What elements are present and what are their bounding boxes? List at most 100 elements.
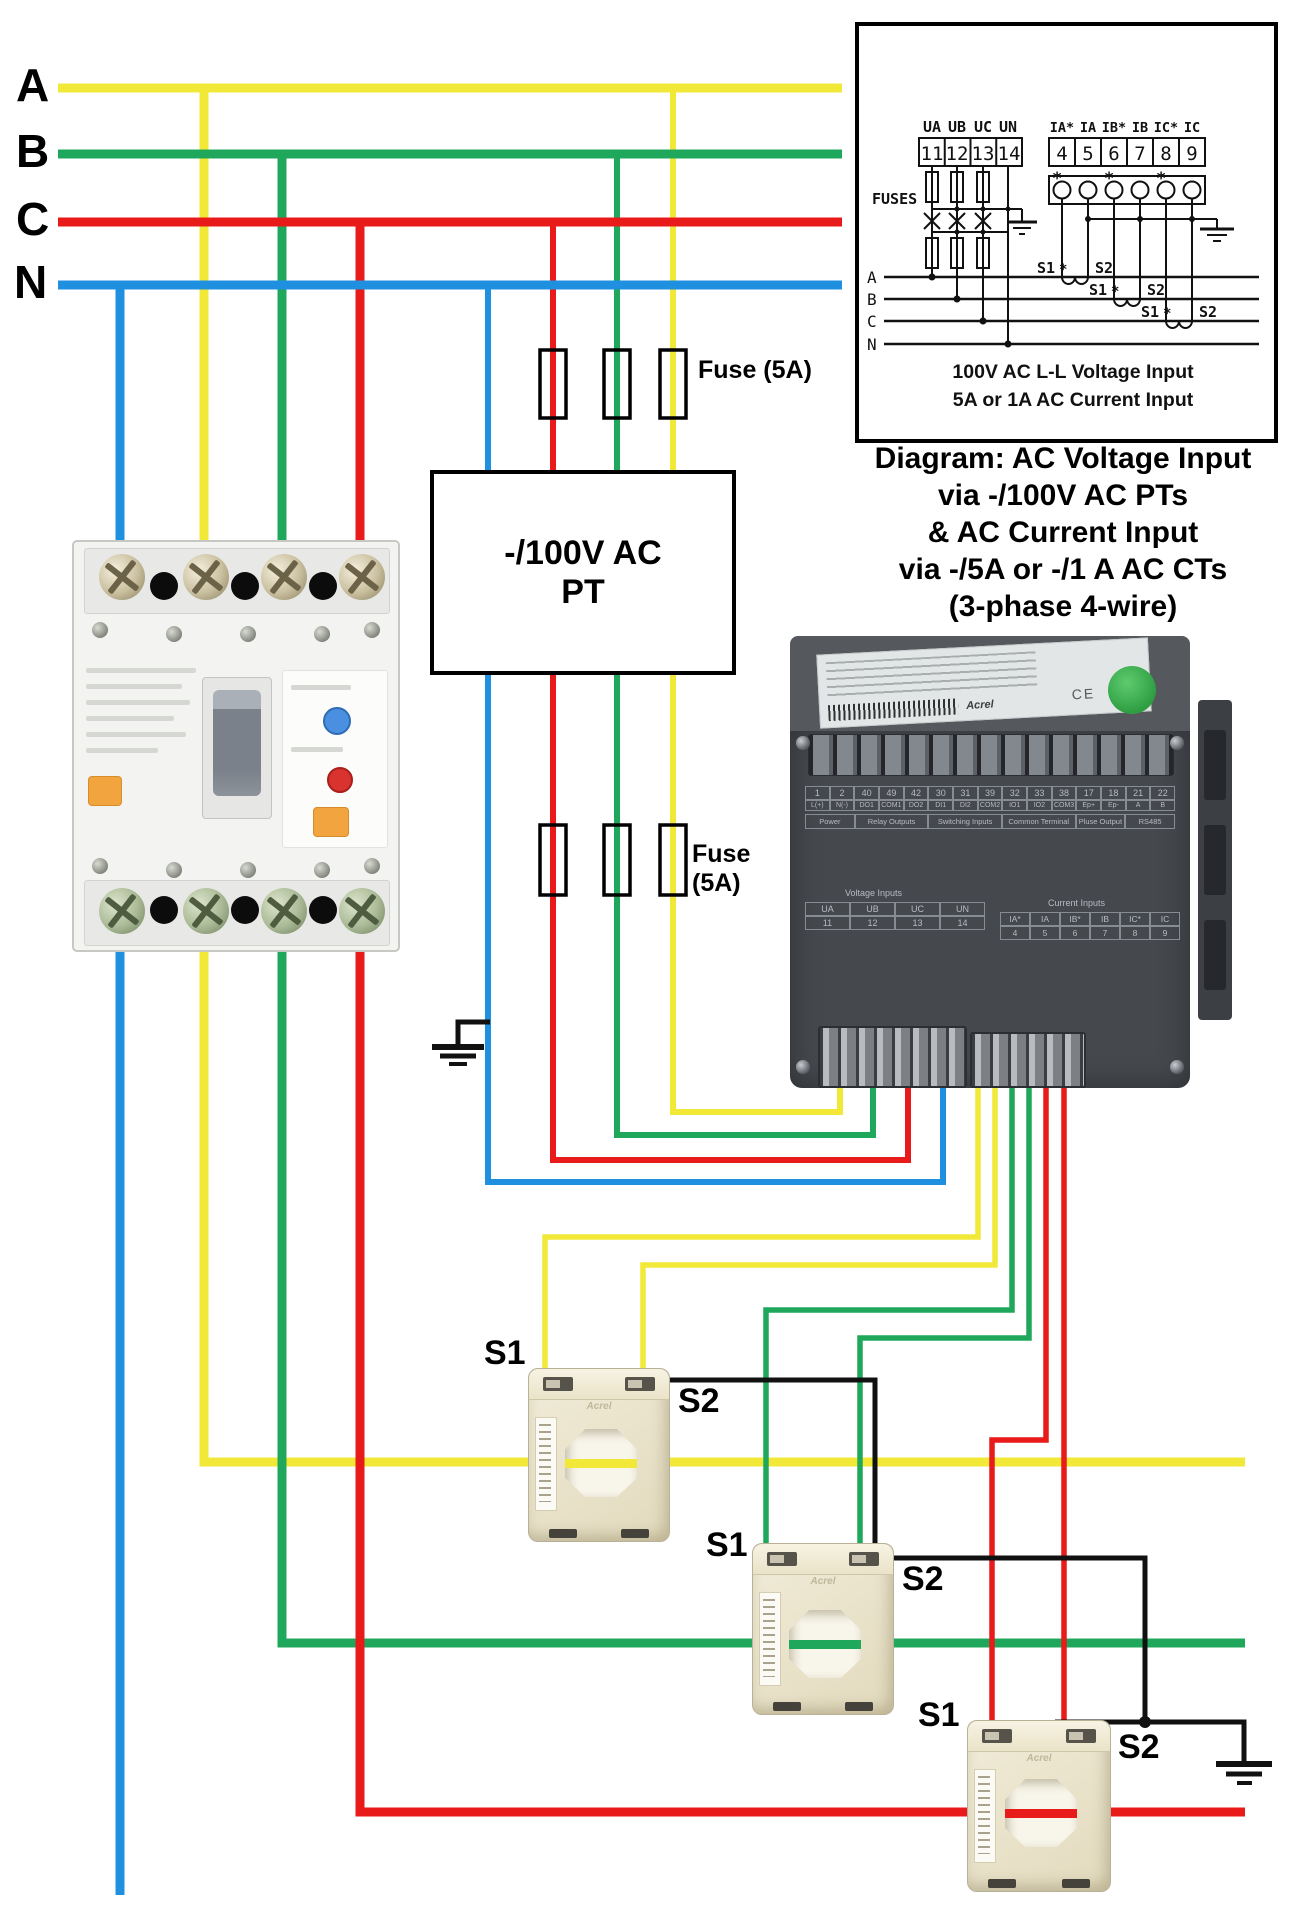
ct-b-s1-label: S1 [706,1526,748,1564]
meter-voltage-terminal-block [818,1026,967,1088]
svg-text:A: A [867,268,877,287]
svg-text:8: 8 [1160,143,1171,165]
ct-brand: Acrel [586,1401,612,1412]
ct-terminal-s2 [625,1377,655,1391]
meter-brand: Acrel [965,698,994,712]
ct-top-face [529,1369,669,1400]
ct-foot [1062,1879,1090,1888]
ct-window [789,1610,861,1678]
pt-box: -/100V AC PT [430,470,736,675]
svg-text:S1: S1 [1141,303,1159,321]
ct-brand: Acrel [810,1576,836,1587]
ct-a-s1-label: S1 [484,1334,526,1372]
breaker-red-dial[interactable] [327,767,353,793]
ct-foot [549,1529,577,1538]
inset-ct-polarity: *** [1059,262,1171,322]
junction-dot [1139,1716,1151,1728]
breaker-toggle-handle[interactable] [213,690,261,796]
ct-foot [773,1702,801,1711]
svg-text:4: 4 [1056,143,1067,165]
ct-rating-label [974,1769,996,1863]
inset-caption-2: 5A or 1A AC Current Input [953,389,1194,411]
svg-text:IA*: IA* [1050,120,1074,136]
terminal-screw [261,888,307,934]
svg-text:14: 14 [998,143,1021,165]
mounting-screw [92,858,108,874]
ct-rating-label [535,1417,557,1511]
ct-terminal-s2 [1066,1729,1096,1743]
ct-window [1005,1779,1077,1847]
circuit-breaker [72,540,400,952]
inset-bus-labels: A B C N [867,268,877,354]
svg-text:IA: IA [1080,120,1096,136]
mounting-screw [240,626,256,642]
ct-terminal-s1 [767,1552,797,1566]
inset-current-terminal-labels: IA* IA IB* IB IC* IC [1050,120,1200,136]
ct-through-wire [565,1458,637,1468]
inset-ct-coils [1061,276,1193,329]
nameplate-barcode [827,698,959,722]
svg-text:IB: IB [1132,120,1148,136]
svg-text:13: 13 [972,143,995,165]
inset-ct-s-labels: S1 S2 S1 S2 S1 S2 [1037,259,1217,321]
svg-text:C: C [867,312,877,331]
panel-screw [796,1060,810,1074]
ct-top-face [968,1721,1110,1752]
neutral-label: N [14,256,48,308]
svg-text:S2: S2 [1199,303,1217,321]
bracket-slot [1204,730,1226,800]
svg-text:9: 9 [1186,143,1197,165]
ct-foot [845,1702,873,1711]
meter-top-face: Acrel CE [790,636,1190,731]
terminal-screw [261,554,307,600]
diagram-title: Diagram: AC Voltage Input via -/100V AC … [874,442,1252,623]
svg-text:7: 7 [1134,143,1145,165]
terminal-screw [99,554,145,600]
terminal-screw [339,554,385,600]
breaker-rating-panel [86,664,212,814]
svg-text:S1: S1 [1089,281,1107,299]
inset-current-terminals: 4 5 6 7 8 9 [1056,143,1197,165]
mounting-screw [92,622,108,638]
terminal-screw [183,554,229,600]
neutral-wire [58,280,842,1895]
ct-rating-label [759,1592,781,1686]
inset-current-wiring [1061,198,1234,321]
svg-text:S2: S2 [1095,259,1113,277]
breaker-orange-dial[interactable] [313,807,349,837]
ct-terminal-s1 [543,1377,573,1391]
mounting-screw [166,862,182,878]
svg-text:S1: S1 [1037,259,1055,277]
ct-through-wire [789,1639,861,1649]
inset-caption-1: 100V AC L-L Voltage Input [952,361,1194,383]
svg-text:IC: IC [1184,120,1200,136]
ct-foot [988,1879,1016,1888]
svg-text:IC*: IC* [1154,120,1178,136]
ct-c-s2-label: S2 [1118,1728,1160,1766]
svg-text:S2: S2 [1147,281,1165,299]
terminal-hole [231,572,259,600]
ct-terminal-s2 [849,1552,879,1566]
svg-text:UC: UC [974,118,992,136]
breaker-blue-dial[interactable] [323,707,351,735]
ct-through-wire [1005,1808,1077,1818]
mounting-screw [240,862,256,878]
mounting-screw [364,858,380,874]
breaker-orange-button[interactable] [88,776,122,806]
voltage-inputs-title: Voltage Inputs [845,888,903,898]
fuses-label: FUSES [872,190,917,208]
svg-text:UN: UN [999,118,1017,136]
ce-mark: CE [1071,685,1096,703]
svg-text:B: B [867,290,877,309]
current-transformer-a: Acrel [528,1368,670,1542]
meter-upper-terminal-strip [808,734,1174,776]
terminal-hole [231,896,259,924]
panel-screw [1170,1060,1184,1074]
inset-voltage-terminals: 11 12 13 14 [921,143,1021,165]
phase-a-label: A [16,59,50,111]
